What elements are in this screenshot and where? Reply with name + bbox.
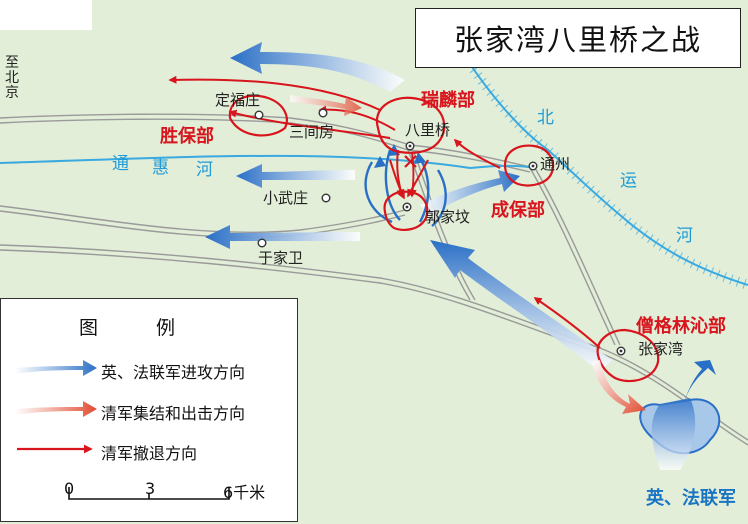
qing-attack-arrow [290, 95, 362, 116]
scale-tick-0: 0 [64, 479, 75, 498]
river-beiyun-char: 运 [620, 171, 637, 191]
place-yujiawei: 于家卫 [258, 249, 304, 267]
unit-allied: 英、法联军 [646, 488, 736, 509]
to-beijing-char: 京 [5, 85, 19, 101]
to-beijing-label: 至 北 京 [4, 56, 20, 101]
place-baliqiao: 八里桥 [405, 121, 451, 139]
tonghui-river [0, 154, 536, 170]
qing-attack-small [389, 149, 429, 200]
place-dingfuzhuang: 定福庄 [215, 91, 261, 109]
place-tongzhou: 通州 [540, 155, 571, 173]
legend-symbols [15, 360, 97, 454]
river-beiyun-char: 北 [537, 108, 554, 128]
allied-arrow [430, 240, 612, 372]
place-zhangjiawan: 张家湾 [638, 340, 684, 358]
place-sanjianfang: 三间房 [289, 123, 335, 141]
map-legend: 图例 英、法联军进攻方向 清军集结和出击方向 清军撤退方向 0 3 6千米 [0, 298, 298, 522]
map-title: 张家湾八里桥之战 [415, 8, 741, 68]
allied-arrow [236, 164, 355, 188]
place-markers [254, 108, 626, 356]
allied-arrow [230, 42, 405, 92]
scale-bar [68, 487, 230, 500]
legend-title: 图例 [79, 317, 234, 339]
to-beijing-char: 北 [5, 70, 19, 86]
allied-encircle [364, 149, 447, 227]
unit-chengbao: 成保部 [491, 200, 545, 221]
qing-attack-arrow [592, 360, 646, 414]
legend-blue-arrow-icon [15, 360, 97, 376]
scale-tick-3: 3 [145, 479, 156, 498]
unit-ruilin: 瑞麟部 [421, 90, 475, 111]
unit-senggelinqin: 僧格林沁部 [636, 316, 726, 337]
place-xiaowuzhuang: 小武庄 [263, 189, 309, 207]
river-tonghui-char: 河 [196, 160, 213, 180]
allied-arrow [205, 225, 360, 249]
river-tonghui-char: 惠 [152, 158, 169, 178]
river-beiyun-char: 河 [676, 226, 693, 246]
legend-item-allied: 英、法联军进攻方向 [101, 363, 246, 382]
legend-item-qing-attack: 清军集结和出击方向 [101, 404, 246, 423]
river-tonghui-char: 通 [112, 154, 129, 174]
legend-red-gradient-arrow-icon [15, 401, 97, 417]
unit-shengbao: 胜保部 [160, 126, 214, 147]
qing-retreat [168, 75, 601, 349]
place-guojiafen: 郭家坟 [425, 208, 471, 226]
scale-tick-6: 6千米 [223, 483, 266, 502]
legend-item-qing-retreat: 清军撤退方向 [101, 444, 198, 463]
to-beijing-char: 至 [5, 55, 19, 71]
